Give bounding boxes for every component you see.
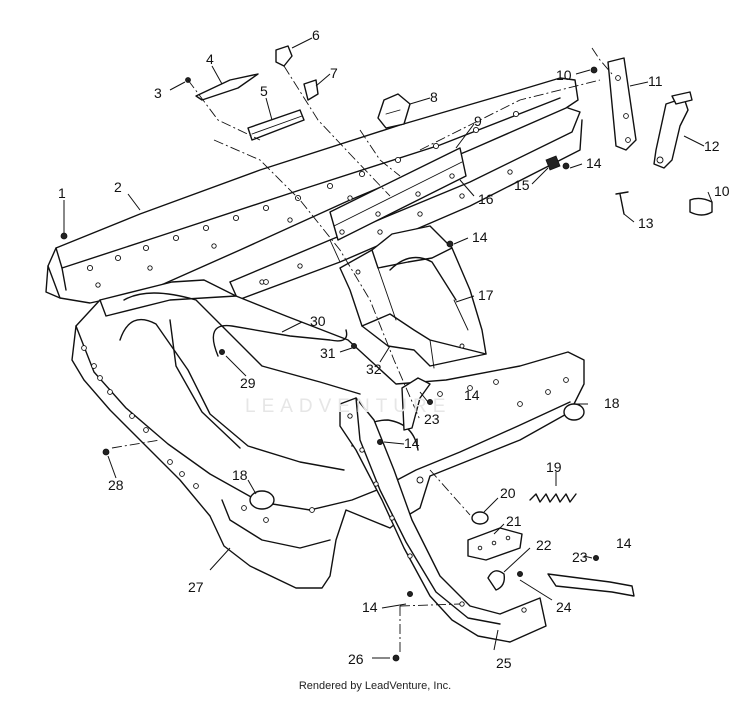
callout-13: 13 — [638, 215, 654, 231]
leader-lines — [63, 37, 713, 659]
callout-21: 21 — [506, 513, 522, 529]
callout-4: 4 — [206, 51, 214, 67]
callout-14-upper-right: 14 — [586, 155, 602, 171]
fasteners — [60, 66, 600, 662]
callout-28: 28 — [108, 477, 124, 493]
callout-7: 7 — [330, 65, 338, 81]
callout-32: 32 — [366, 361, 382, 377]
callout-11: 11 — [648, 73, 663, 89]
callout-20: 20 — [500, 485, 516, 501]
callout-14-mid: 14 — [464, 387, 480, 403]
front-frame-arm — [339, 397, 547, 643]
main-body-fender — [71, 279, 585, 589]
callout-2: 2 — [114, 179, 122, 195]
callout-3: 3 — [154, 85, 162, 101]
top-small-parts — [185, 45, 411, 141]
callout-23-right: 23 — [572, 549, 588, 565]
callout-30: 30 — [310, 313, 326, 329]
callout-14-bottom: 14 — [362, 599, 378, 615]
callout-29: 29 — [240, 375, 256, 391]
callout-18-left: 18 — [232, 467, 248, 483]
steering-link — [607, 57, 713, 216]
callout-18-right: 18 — [604, 395, 620, 411]
callout-24: 24 — [556, 599, 572, 615]
callout-10-top: 10 — [556, 67, 572, 83]
plate-part — [329, 147, 467, 241]
callout-labels: 1 2 3 4 5 6 7 8 9 10 10 11 12 13 14 14 1… — [58, 27, 730, 671]
upper-bracket-assembly — [45, 77, 583, 304]
callout-25: 25 — [496, 655, 512, 671]
callout-15: 15 — [514, 177, 530, 193]
callout-26: 26 — [348, 651, 364, 667]
callout-22: 22 — [536, 537, 552, 553]
callout-1: 1 — [58, 185, 66, 201]
callout-14-right: 14 — [616, 535, 632, 551]
callout-31: 31 — [320, 345, 336, 361]
callout-27: 27 — [188, 579, 204, 595]
callout-10-right: 10 — [714, 183, 730, 199]
small-parts — [401, 377, 635, 597]
center-bracket — [339, 225, 487, 369]
assembly-lines — [111, 47, 613, 652]
callout-14-lower-mid: 14 — [404, 435, 420, 451]
callout-12: 12 — [704, 138, 720, 154]
watermark-text: LEADVENTURE — [245, 396, 452, 417]
callout-17: 17 — [478, 287, 494, 303]
callout-19: 19 — [546, 459, 562, 475]
callout-6: 6 — [312, 27, 320, 43]
callout-9: 9 — [474, 113, 482, 129]
callout-23-mid: 23 — [424, 411, 440, 427]
callout-8: 8 — [430, 89, 438, 105]
cable — [212, 324, 348, 357]
callout-16: 16 — [478, 191, 494, 207]
callout-5: 5 — [260, 83, 268, 99]
footer-credit: Rendered by LeadVenture, Inc. — [298, 680, 452, 692]
callout-14-center: 14 — [472, 229, 488, 245]
